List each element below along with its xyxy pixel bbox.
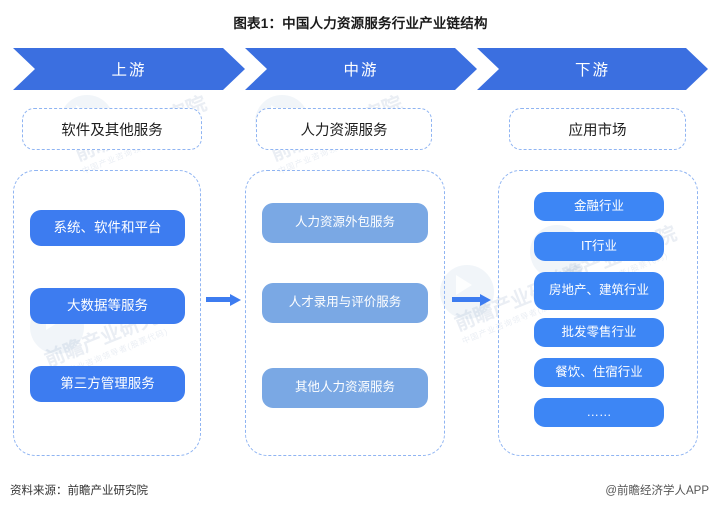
arrow-upstream-to-midstream-icon [206,294,242,306]
downstream-item-1[interactable]: IT行业 [534,232,664,261]
page-title: 图表1：中国人力资源服务行业产业链结构 [233,16,488,31]
midstream-item-0[interactable]: 人力资源外包服务 [262,203,428,243]
arrow-head [230,294,241,306]
section-heading-upstream: 软件及其他服务 [22,108,202,150]
downstream-item-5[interactable]: …… [534,398,664,427]
downstream-item-0[interactable]: 金融行业 [534,192,664,221]
midstream-item-2[interactable]: 其他人力资源服务 [262,368,428,408]
stage-chevron-midstream[interactable]: 中游 [245,48,477,90]
attribution-note: @前瞻经济学人APP [605,485,709,497]
section-container-downstream [498,170,698,456]
upstream-item-1[interactable]: 大数据等服务 [30,288,185,324]
downstream-item-4[interactable]: 餐饮、住宿行业 [534,358,664,387]
stage-chevron-downstream[interactable]: 下游 [477,48,708,90]
watermark-logo-icon [440,265,494,319]
downstream-item-3[interactable]: 批发零售行业 [534,318,664,347]
arrow-shaft [206,297,231,302]
upstream-item-0[interactable]: 系统、软件和平台 [30,210,185,246]
source-note: 资料来源：前瞻产业研究院 [10,485,148,497]
arrow-midstream-to-downstream-icon [452,294,492,306]
stage-header-row: 上游 中游 下游 [13,48,708,90]
section-container-upstream [13,170,201,456]
section-heading-midstream: 人力资源服务 [256,108,432,150]
midstream-item-1[interactable]: 人才录用与评价服务 [262,283,428,323]
downstream-item-2[interactable]: 房地产、建筑行业 [534,272,664,310]
section-container-midstream [245,170,445,456]
section-heading-downstream: 应用市场 [509,108,686,150]
stage-chevron-upstream[interactable]: 上游 [13,48,245,90]
upstream-item-2[interactable]: 第三方管理服务 [30,366,185,402]
arrow-shaft [452,297,481,302]
arrow-head [480,294,491,306]
